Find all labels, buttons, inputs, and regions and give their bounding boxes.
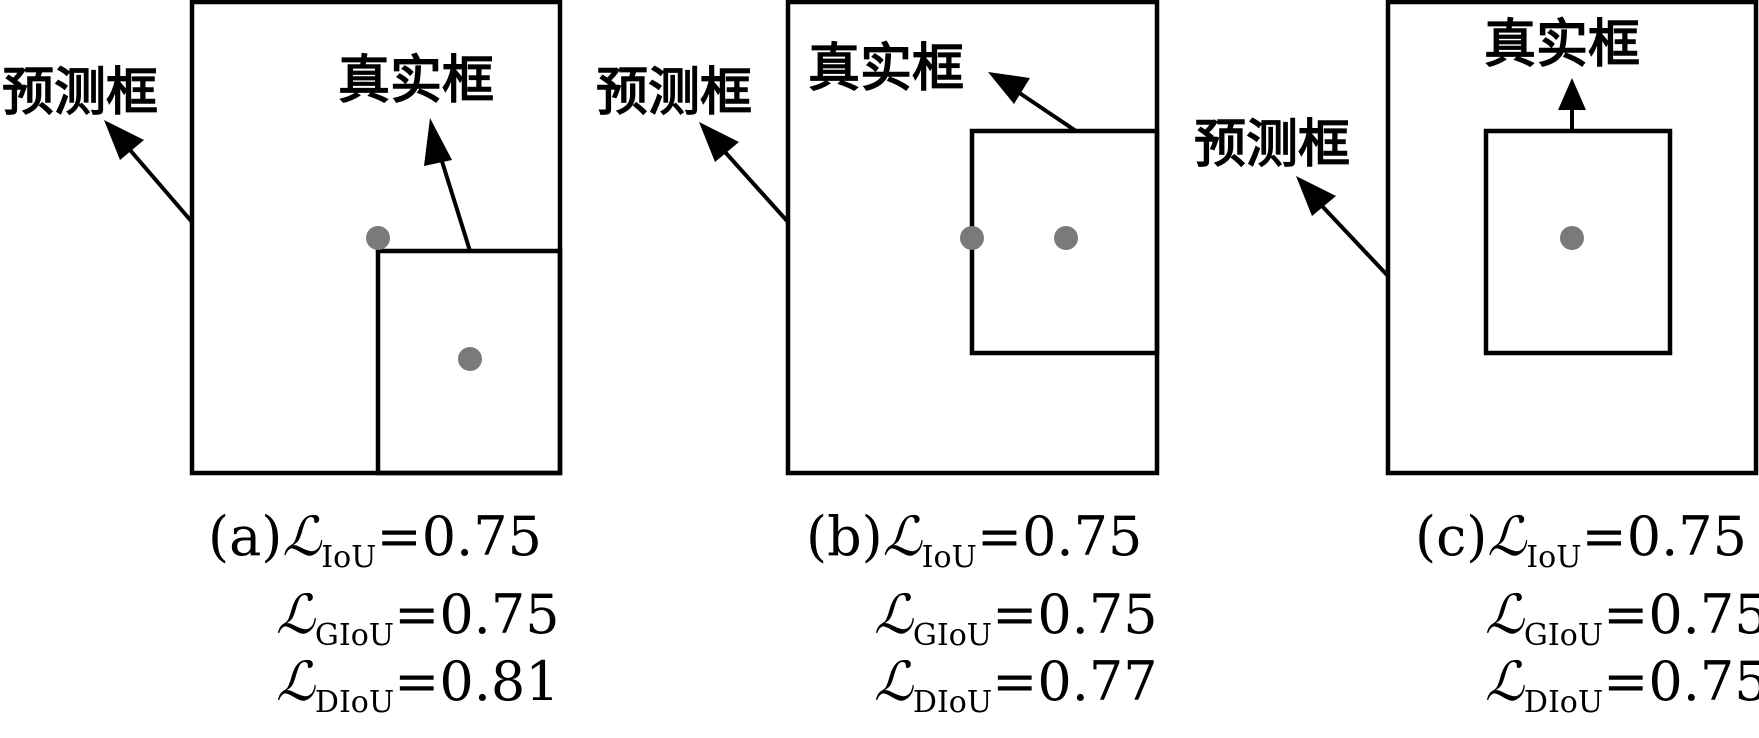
ground-truth-center-dot-b — [1054, 226, 1078, 250]
caption-line-giou-c: ℒGIoU=0.75 — [1485, 583, 1759, 653]
predicted-box-label-b: 预测框 — [596, 63, 752, 123]
predicted-box-arrow-b — [699, 122, 790, 224]
ground-truth-label-b: 真实框 — [808, 39, 964, 99]
ground-truth-arrow-a — [424, 118, 472, 252]
ground-truth-label-a: 真实框 — [338, 51, 494, 111]
caption-a: (a)ℒIoU=0.75 ℒGIoU=0.75 ℒDIoU=0.81 — [208, 505, 560, 720]
caption-line-iou-a: (a)ℒIoU=0.75 — [208, 505, 542, 575]
caption-line-diou-a: ℒDIoU=0.81 — [276, 650, 560, 720]
caption-c: (c)ℒIoU=0.75 ℒGIoU=0.75 ℒDIoU=0.75 — [1415, 505, 1759, 720]
caption-b: (b)ℒIoU=0.75 ℒGIoU=0.75 ℒDIoU=0.77 — [806, 505, 1158, 720]
caption-line-diou-c: ℒDIoU=0.75 — [1485, 650, 1759, 720]
panel-b: 预测框 真实框 (b)ℒIoU=0.75 ℒGIoU=0.75 ℒDIoU=0.… — [596, 0, 1160, 720]
predicted-box-c — [1385, 0, 1759, 476]
panel-a: 预测框 真实框 (a)ℒIoU=0.75 ℒGIoU=0.75 ℒDIoU=0.… — [2, 0, 563, 720]
ground-truth-arrow-c — [1558, 78, 1586, 131]
ground-truth-label-c: 真实框 — [1484, 15, 1640, 75]
panel-c: 预测框 真实框 (c)ℒIoU=0.75 ℒGIoU=0.75 ℒDIoU=0.… — [1194, 0, 1759, 720]
ground-truth-arrow-b — [988, 72, 1078, 133]
caption-line-diou-b: ℒDIoU=0.77 — [874, 650, 1158, 720]
caption-line-iou-b: (b)ℒIoU=0.75 — [806, 505, 1142, 575]
ground-truth-center-dot-a — [458, 347, 482, 371]
center-dot-c — [1560, 226, 1584, 250]
caption-line-iou-c: (c)ℒIoU=0.75 — [1415, 505, 1747, 575]
predicted-box-arrow-a — [104, 120, 194, 224]
predicted-center-dot-a — [366, 226, 390, 250]
predicted-center-dot-b — [960, 226, 984, 250]
predicted-box-arrow-c — [1296, 176, 1390, 278]
predicted-box-label-c: 预测框 — [1194, 115, 1350, 175]
caption-line-giou-b: ℒGIoU=0.75 — [874, 583, 1158, 653]
predicted-box-label-a: 预测框 — [2, 63, 158, 123]
ground-truth-box-c — [1483, 128, 1673, 356]
caption-line-giou-a: ℒGIoU=0.75 — [276, 583, 560, 653]
